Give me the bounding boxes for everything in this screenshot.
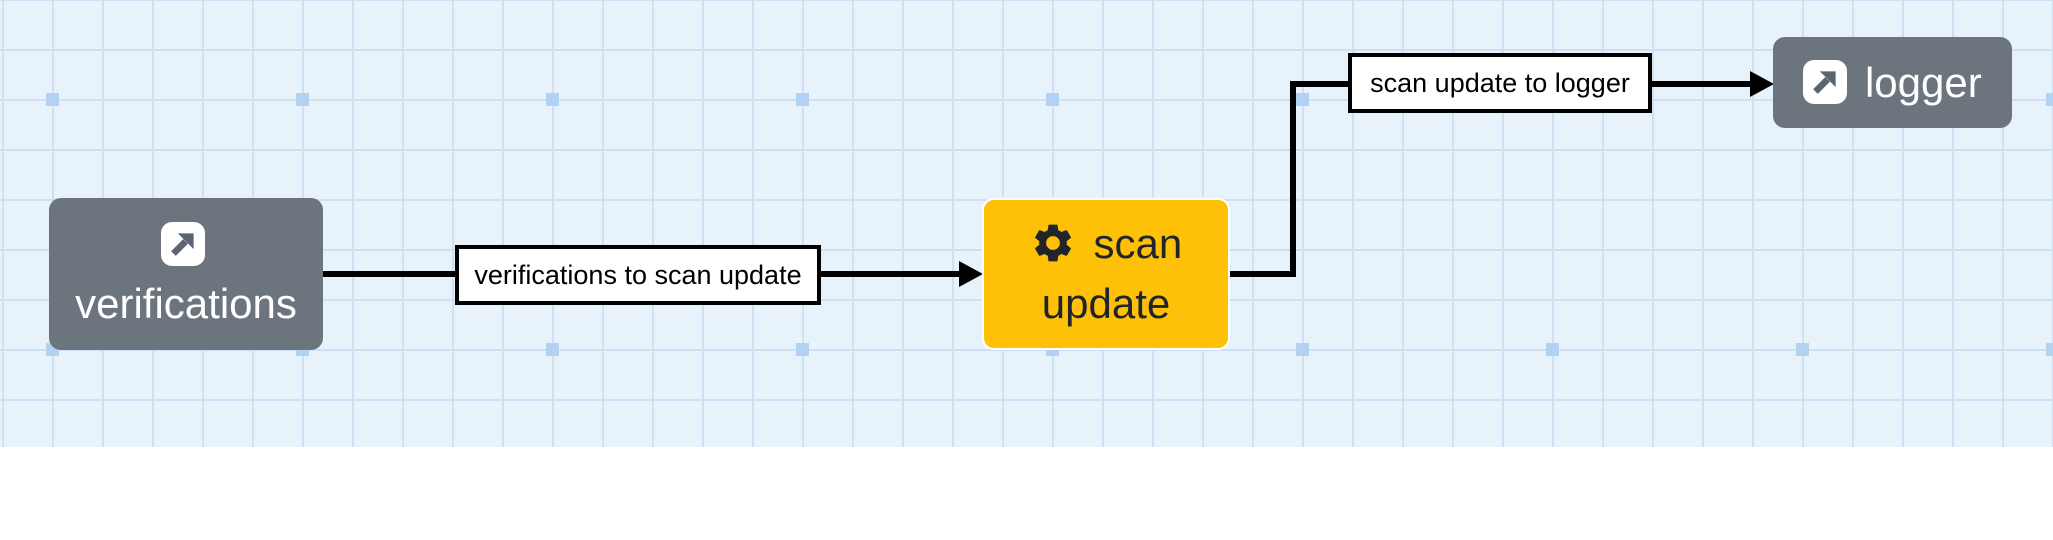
edge-label-text: verifications to scan update [474, 259, 802, 290]
node-content: scan update [984, 214, 1228, 334]
grid-dot [1296, 93, 1309, 106]
grid-dot [1046, 93, 1059, 106]
grid-dot [2046, 93, 2053, 106]
edge-label-verifications-to-scan-update[interactable]: verifications to scan update [455, 245, 821, 305]
grid-dot [546, 343, 559, 356]
grid-dot [1296, 343, 1309, 356]
edge-line-segment[interactable] [1290, 81, 1296, 277]
node-label: scan update [1041, 220, 1183, 327]
node-logger[interactable]: logger [1773, 37, 2012, 128]
arrow-up-right-icon [161, 221, 205, 266]
edge-line-segment[interactable] [1230, 271, 1296, 277]
node-verifications[interactable]: verifications [49, 198, 323, 350]
node-content: logger [1773, 53, 2012, 113]
node-label: verifications [75, 280, 297, 327]
flow-canvas[interactable]: verifications to scan update scan update… [0, 0, 2053, 447]
arrow-up-right-icon [1803, 60, 1848, 105]
node-scan-update[interactable]: scan update [982, 198, 1230, 350]
grid-dot [1796, 343, 1809, 356]
edge-label-text: scan update to logger [1370, 67, 1630, 98]
grid-dot [2046, 343, 2053, 356]
grid-dot [796, 343, 809, 356]
grid-dot [796, 93, 809, 106]
gear-icon [1034, 224, 1071, 262]
node-content: verifications [49, 214, 323, 334]
canvas-bottom-margin [0, 447, 2053, 540]
grid-dot [546, 93, 559, 106]
edge-label-scan-update-to-logger[interactable]: scan update to logger [1348, 53, 1652, 113]
grid-dot [46, 93, 59, 106]
node-label: logger [1864, 58, 1982, 106]
grid-dot [296, 93, 309, 106]
edge-arrowhead-icon [959, 261, 983, 287]
edge-arrowhead-icon [1750, 71, 1774, 97]
grid-dot [1546, 343, 1559, 356]
